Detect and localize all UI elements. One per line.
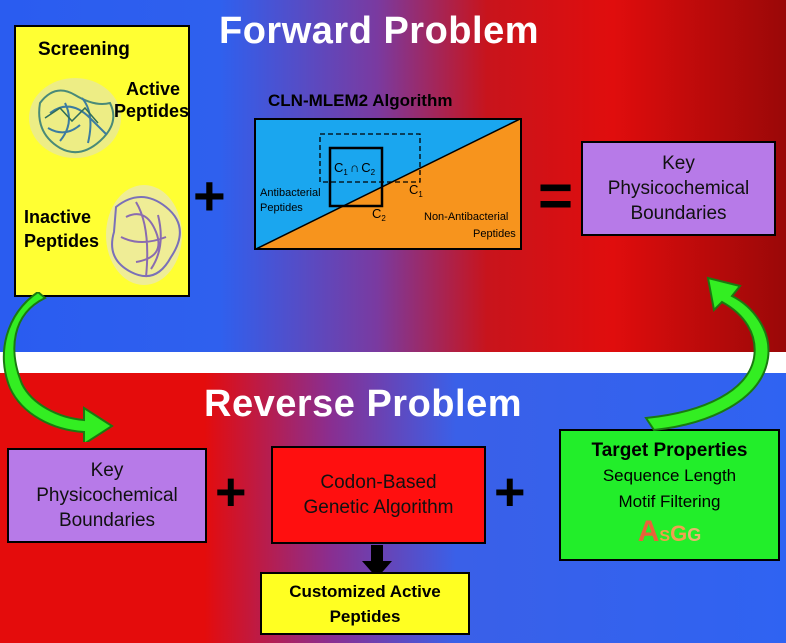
non-antibacterial-label-line1: Non-Antibacterial — [424, 211, 508, 223]
reverse-boundaries-line3: Boundaries — [58, 510, 156, 531]
svg-text:C1∩C2: C1∩C2 — [334, 160, 376, 177]
reverse-boundaries-line2: Physicochemical — [36, 485, 178, 506]
antibacterial-label-line2: Peptides — [260, 202, 303, 214]
c2-region — [328, 146, 384, 208]
logo-letter-g2: G — [687, 525, 702, 545]
intersection-c2: C — [361, 160, 370, 175]
logo-letter-s: S — [659, 528, 671, 545]
customized-peptides-box: Customized Active Peptides — [260, 572, 470, 635]
forward-equals-sign: = — [538, 162, 574, 229]
intersection-cap: ∩ — [350, 160, 359, 175]
intersection-sub1: 1 — [343, 168, 348, 177]
inactive-label-line2: Peptides — [24, 231, 100, 251]
c2-sub: 2 — [381, 214, 386, 223]
algorithm-title: CLN-MLEM2 Algorithm — [268, 91, 453, 110]
green-arrow-left-icon — [2, 292, 114, 442]
c2-label: C — [372, 206, 381, 221]
sequence-logo: ASGG — [638, 517, 701, 552]
forward-boundaries-line2: Physicochemical — [607, 178, 750, 199]
screening-title: Screening — [38, 39, 130, 60]
c1-sub: 1 — [418, 190, 423, 199]
c1-region — [319, 133, 421, 183]
intersection-c1: C — [334, 160, 343, 175]
forward-problem-title: Forward Problem — [219, 10, 539, 52]
active-label-line1: Active — [126, 79, 181, 99]
target-properties-box: Target Properties Sequence Length Motif … — [559, 429, 780, 561]
forward-problem-panel: Forward Problem Screening Active Peptide… — [0, 0, 786, 352]
reverse-boundaries-box: Key Physicochemical Boundaries — [7, 448, 207, 543]
genetic-algorithm-box: Codon-Based Genetic Algorithm — [271, 446, 486, 544]
active-peptide-image — [29, 78, 121, 158]
inactive-label-line1: Inactive — [24, 207, 92, 227]
green-arrow-right-icon — [644, 276, 770, 432]
forward-boundaries-line1: Key — [662, 153, 695, 174]
customized-peptides-line1: Customized Active — [289, 581, 441, 601]
c1-label: C — [409, 182, 418, 197]
reverse-plus-sign-2: + — [494, 462, 526, 522]
svg-text:C2: C2 — [372, 206, 386, 223]
reverse-plus-sign-1: + — [215, 462, 247, 522]
reverse-boundaries-line1: Key — [90, 460, 124, 481]
algorithm-diagram: C1∩C2 C1 C2 Antibacterial Peptides Non-A… — [254, 118, 522, 250]
antibacterial-label-line1: Antibacterial — [260, 187, 321, 199]
svg-text:C1: C1 — [409, 182, 423, 199]
forward-plus-sign: + — [193, 164, 226, 227]
forward-boundaries-box: Key Physicochemical Boundaries — [581, 141, 776, 236]
target-motif-filtering: Motif Filtering — [618, 492, 721, 511]
screening-box: Screening Active Peptides Inactive Pepti… — [14, 25, 190, 297]
target-properties-title: Target Properties — [591, 440, 748, 461]
intersection-sub2: 2 — [371, 168, 376, 177]
reverse-problem-title: Reverse Problem — [204, 383, 522, 425]
customized-peptides-line2: Peptides — [329, 606, 401, 626]
genetic-algorithm-line2: Genetic Algorithm — [303, 497, 454, 518]
logo-letter-g1: G — [670, 521, 688, 546]
target-sequence-length: Sequence Length — [602, 466, 737, 485]
genetic-algorithm-line1: Codon-Based — [320, 472, 437, 493]
active-label-line2: Peptides — [114, 101, 190, 121]
inactive-peptide-image — [106, 185, 182, 285]
logo-letter-a: A — [637, 515, 660, 548]
non-antibacterial-label-line2: Peptides — [473, 228, 516, 240]
forward-boundaries-line3: Boundaries — [630, 203, 727, 224]
down-arrow-icon — [362, 545, 392, 578]
